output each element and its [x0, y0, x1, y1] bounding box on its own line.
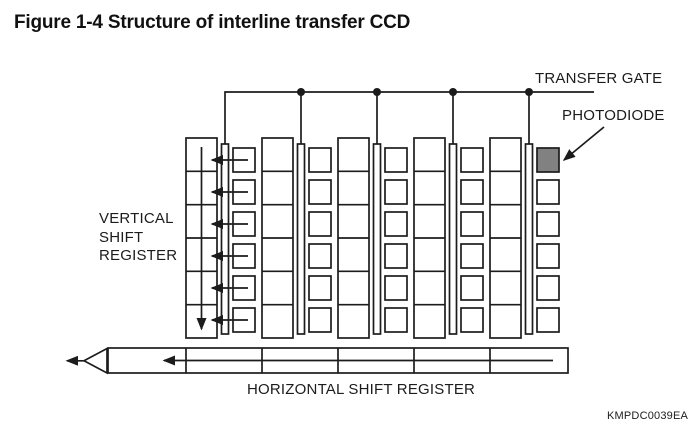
- photodiode-cell: [536, 243, 560, 269]
- photodiode-pointer-arrow: [562, 126, 605, 161]
- part-number: KMPDC0039EA: [607, 410, 689, 422]
- photodiode-cell: [536, 179, 560, 205]
- vertical-shift-register-label: VERTICAL SHIFT REGISTER: [99, 210, 178, 264]
- photodiode-cell: [308, 307, 332, 333]
- output-amplifier: [82, 347, 108, 375]
- photodiode-cell: [384, 275, 408, 301]
- photodiode-cell: [460, 275, 484, 301]
- transfer-gate-bus: [224, 91, 594, 144]
- photodiode-cell: [308, 179, 332, 205]
- transfer-gate-bar: [372, 143, 382, 335]
- photodiode-label: PHOTODIODE: [562, 107, 665, 124]
- photodiode-cell: [384, 147, 408, 173]
- photodiode-cell-highlighted: [536, 147, 560, 173]
- transfer-gate-bar: [524, 143, 534, 335]
- photodiode-cell: [308, 211, 332, 237]
- photodiode-cell: [536, 275, 560, 301]
- photodiode-cell: [460, 243, 484, 269]
- photodiode-cell: [308, 147, 332, 173]
- transfer-gate-bar: [220, 143, 230, 335]
- photodiode-cell: [308, 243, 332, 269]
- figure-title: Figure 1-4 Structure of interline transf…: [14, 12, 411, 33]
- junction-dot: [297, 88, 305, 96]
- junction-dot: [449, 88, 457, 96]
- photodiode-cell: [384, 243, 408, 269]
- photodiode-cell: [460, 147, 484, 173]
- photodiode-cell: [536, 307, 560, 333]
- photodiode-cell: [460, 307, 484, 333]
- photodiode-cell: [460, 211, 484, 237]
- transfer-gate-bar: [448, 143, 458, 335]
- photodiode-cell: [384, 211, 408, 237]
- photodiode-cell: [460, 179, 484, 205]
- junction-dot: [525, 88, 533, 96]
- transfer-gate-bar: [296, 143, 306, 335]
- horizontal-shift-register-label: HORIZONTAL SHIFT REGISTER: [247, 381, 476, 398]
- transfer-gate-label: TRANSFER GATE: [535, 70, 663, 87]
- junction-dot: [373, 88, 381, 96]
- photodiode-cell: [308, 275, 332, 301]
- photodiode-cell: [536, 211, 560, 237]
- photodiode-cell: [384, 307, 408, 333]
- photodiode-cell: [384, 179, 408, 205]
